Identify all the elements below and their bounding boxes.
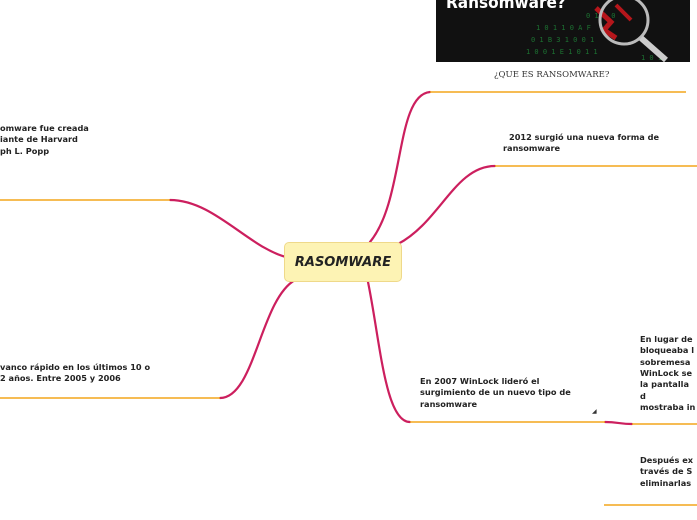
topic-line: ransomware (420, 398, 478, 409)
image-title: Ransomware? (446, 0, 566, 13)
svg-text:0 1 B 3 1 0 0 1: 0 1 B 3 1 0 0 1 (531, 36, 594, 44)
topic-left-bottom[interactable]: vanco rápido en los últimos 10 o 2 años.… (0, 362, 150, 385)
topic-right-2007[interactable]: En 2007 WinLock lideró el surgimiento de… (420, 376, 571, 410)
branch-right-2007 (366, 280, 412, 424)
branch-left-top (168, 198, 292, 260)
topic-sub-despues[interactable]: Después ex través de S eliminarlas (640, 455, 693, 489)
topic-line: ransomware (503, 143, 561, 154)
topic-line: vanco rápido en los últimos 10 o (0, 362, 151, 372)
topic-line: través de S (640, 466, 693, 477)
topic-line: 2 años. Entre 2005 y 2006 (0, 373, 121, 384)
topic-line: iante de Harvard (0, 134, 78, 145)
topic-line: la pantalla d (640, 379, 689, 401)
topic-line: 2012 surgió una nueva forma de (509, 132, 660, 142)
svg-text:1 0 1: 1 0 1 (641, 54, 662, 62)
topic-line: sobremesa (640, 356, 691, 367)
topic-sub-enlugar[interactable]: En lugar de bloqueaba l sobremesa WinLoc… (640, 334, 697, 413)
topic-line: WinLock se (640, 367, 693, 378)
topic-line: mostraba in (640, 401, 696, 412)
topic-line: En 2007 WinLock lideró el (420, 376, 540, 386)
topic-right-2012[interactable]: 2012 surgió una nueva forma de ransomwar… (503, 132, 659, 155)
topic-line: bloqueaba l (640, 345, 695, 356)
topic-line: ph L. Popp (0, 145, 50, 156)
branch-left-bottom (218, 278, 297, 400)
topic-line: omware fue creada (0, 123, 89, 133)
central-topic-label: RASOMWARE (294, 254, 392, 270)
topic-left-top[interactable]: omware fue creada iante de Harvard ph L.… (0, 123, 89, 157)
central-topic[interactable]: RASOMWARE (284, 242, 402, 282)
svg-text:1 0 0 1 E 1 0 1 1: 1 0 0 1 E 1 0 1 1 (526, 48, 598, 56)
ransomware-image[interactable]: Ransomware? 1 0 1 1 0 A F 0 1 B 3 1 0 0 … (436, 0, 690, 62)
topic-line: Después ex (640, 455, 694, 465)
branch-sub-enlugar (603, 420, 634, 426)
branch-right-top (368, 90, 432, 244)
svg-text:1 0 1 1 0 A F: 1 0 1 1 0 A F (536, 24, 591, 32)
image-caption: ¿QUE ES RANSOMWARE? (494, 70, 610, 80)
topic-line: eliminarlas (640, 477, 692, 488)
topic-line: En lugar de (640, 334, 693, 344)
magnifier-icon: 1 0 1 1 0 A F 0 1 B 3 1 0 0 1 1 0 0 1 E … (526, 0, 668, 62)
topic-line: surgimiento de un nuevo tipo de (420, 387, 571, 398)
resize-handle-icon[interactable]: ◢ (592, 408, 597, 415)
branch-right-2012 (396, 164, 497, 246)
